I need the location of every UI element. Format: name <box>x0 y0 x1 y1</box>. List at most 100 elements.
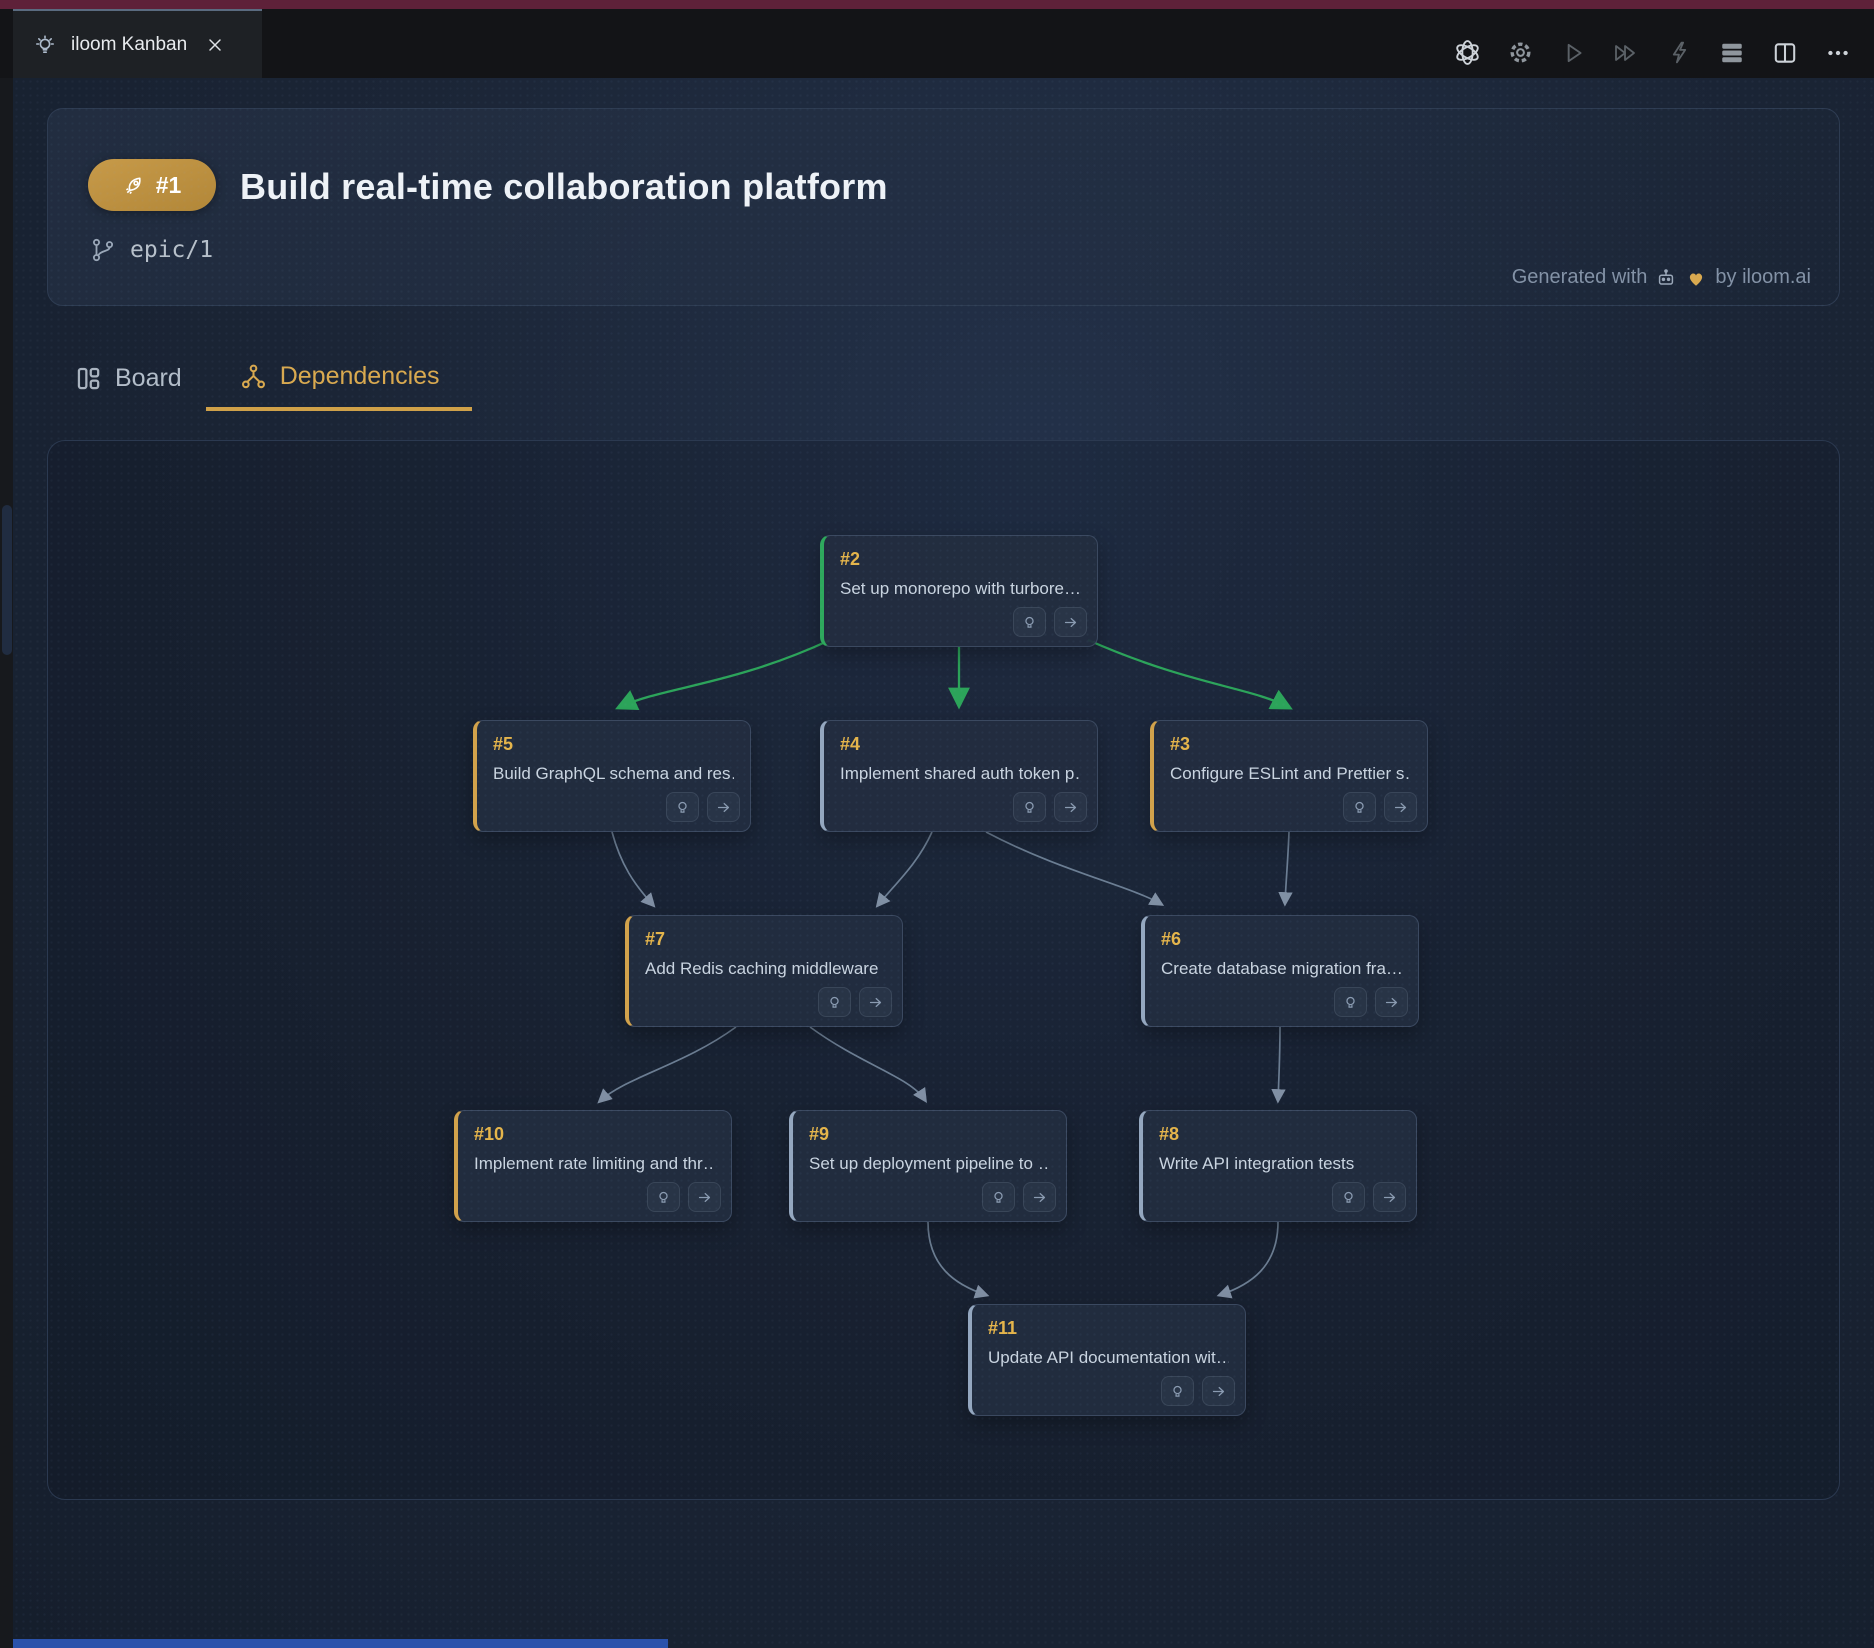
tab-iloom-kanban[interactable]: iloom Kanban <box>13 9 262 78</box>
task-node-10[interactable]: #10 Implement rate limiting and thr… <box>454 1110 732 1222</box>
arrow-right-icon[interactable] <box>1054 607 1087 637</box>
task-title: Implement shared auth token p… <box>840 764 1081 783</box>
view-tabs: Board Dependencies <box>75 362 472 411</box>
task-node-11[interactable]: #11 Update API documentation wit… <box>968 1304 1246 1416</box>
window-title-bar <box>0 0 1874 9</box>
edge-2-3 <box>1087 638 1293 710</box>
attribution-suffix: by iloom.ai <box>1715 266 1811 288</box>
node-actions <box>1343 792 1417 822</box>
dependencies-graph-icon <box>240 363 267 390</box>
edge-8-11 <box>1216 1221 1279 1299</box>
heart-icon <box>1685 267 1707 289</box>
arrow-right-icon[interactable] <box>1375 987 1408 1017</box>
task-title: Set up monorepo with turbore… <box>840 579 1081 598</box>
epic-badge: #1 <box>88 159 216 211</box>
branch-name: epic/1 <box>130 237 214 263</box>
flash-icon[interactable] <box>1665 39 1693 67</box>
rail-handle[interactable] <box>2 505 12 655</box>
arrow-right-icon[interactable] <box>1023 1182 1056 1212</box>
git-branch-icon <box>90 237 116 263</box>
dependency-edges <box>597 638 1293 1299</box>
kanban-panel: #1 Build real-time collaboration platfor… <box>13 78 1874 1648</box>
task-id: #5 <box>493 734 514 754</box>
edge-4-6 <box>985 831 1165 906</box>
task-node-3[interactable]: #3 Configure ESLint and Prettier s… <box>1150 720 1428 832</box>
branch-row: epic/1 <box>90 237 213 263</box>
dependency-graph-panel: #2 Set up monorepo with turbore… #5 Buil… <box>47 440 1840 1500</box>
lightbulb-icon[interactable] <box>1161 1376 1194 1406</box>
edge-4-7 <box>875 831 933 908</box>
task-node-2[interactable]: #2 Set up monorepo with turbore… <box>820 535 1098 647</box>
task-id: #4 <box>840 734 861 754</box>
task-node-6[interactable]: #6 Create database migration fra… <box>1141 915 1419 1027</box>
task-id: #8 <box>1159 1124 1180 1144</box>
task-title: Configure ESLint and Prettier s… <box>1170 764 1411 783</box>
arrow-right-icon[interactable] <box>688 1182 721 1212</box>
node-actions <box>666 792 740 822</box>
task-title: Update API documentation wit… <box>988 1348 1229 1367</box>
task-id: #10 <box>474 1124 505 1144</box>
task-node-7[interactable]: #7 Add Redis caching middleware <box>625 915 903 1027</box>
lightbulb-icon[interactable] <box>666 792 699 822</box>
more-ellipsis-icon[interactable] <box>1824 39 1852 67</box>
run-all-icon[interactable] <box>1612 39 1640 67</box>
tab-board-label: Board <box>115 364 182 392</box>
task-title: Write API integration tests <box>1159 1154 1355 1173</box>
editor-toolbar <box>1453 18 1852 87</box>
tab-dependencies[interactable]: Dependencies <box>205 362 472 411</box>
task-node-4[interactable]: #4 Implement shared auth token p… <box>820 720 1098 832</box>
lightbulb-icon[interactable] <box>1013 792 1046 822</box>
arrow-right-icon[interactable] <box>1384 792 1417 822</box>
lightbulb-idea-icon <box>33 33 57 57</box>
task-id: #7 <box>645 929 666 949</box>
task-node-5[interactable]: #5 Build GraphQL schema and res… <box>473 720 751 832</box>
task-id: #3 <box>1170 734 1191 754</box>
arrow-right-icon[interactable] <box>1373 1182 1406 1212</box>
edge-5-7 <box>611 831 656 908</box>
node-actions <box>1334 987 1408 1017</box>
task-title: Build GraphQL schema and res… <box>493 764 734 783</box>
lightbulb-icon[interactable] <box>982 1182 1015 1212</box>
tab-board[interactable]: Board <box>75 362 182 411</box>
node-actions <box>1332 1182 1406 1212</box>
epic-number: #1 <box>155 171 182 198</box>
edge-3-6 <box>1278 831 1293 907</box>
arrow-right-icon[interactable] <box>1202 1376 1235 1406</box>
node-actions <box>818 987 892 1017</box>
task-id: #6 <box>1161 929 1182 949</box>
epic-header-card: #1 Build real-time collaboration platfor… <box>47 108 1840 306</box>
lightbulb-icon[interactable] <box>1332 1182 1365 1212</box>
run-icon[interactable] <box>1559 39 1587 67</box>
node-actions <box>1013 607 1087 637</box>
task-node-9[interactable]: #9 Set up deployment pipeline to … <box>789 1110 1067 1222</box>
edge-9-11 <box>927 1221 990 1299</box>
attribution: Generated with by iloom.ai <box>1512 266 1811 289</box>
attribution-prefix: Generated with <box>1511 266 1648 288</box>
node-actions <box>982 1182 1056 1212</box>
openai-icon[interactable] <box>1453 39 1481 67</box>
node-actions <box>1013 792 1087 822</box>
editor-tab-bar: iloom Kanban <box>0 9 1874 78</box>
lightbulb-icon[interactable] <box>647 1182 680 1212</box>
robot-icon <box>1655 267 1677 289</box>
task-node-8[interactable]: #8 Write API integration tests <box>1139 1110 1417 1222</box>
lightbulb-icon[interactable] <box>818 987 851 1017</box>
task-title: Set up deployment pipeline to … <box>809 1154 1050 1173</box>
edge-7-10 <box>597 1026 737 1104</box>
close-icon[interactable] <box>205 35 225 55</box>
lightbulb-icon[interactable] <box>1013 607 1046 637</box>
tab-dependencies-label: Dependencies <box>279 362 440 390</box>
kanban-board-icon <box>75 365 102 392</box>
arrow-right-icon[interactable] <box>707 792 740 822</box>
split-editor-icon[interactable] <box>1771 39 1799 67</box>
lightbulb-icon[interactable] <box>1334 987 1367 1017</box>
edge-7-9 <box>809 1026 927 1104</box>
settings-gear-icon[interactable] <box>1506 39 1534 67</box>
lightbulb-icon[interactable] <box>1343 792 1376 822</box>
edge-2-5 <box>615 638 831 711</box>
task-id: #11 <box>988 1318 1018 1338</box>
status-strip <box>13 1639 668 1648</box>
arrow-right-icon[interactable] <box>859 987 892 1017</box>
layout-rows-icon[interactable] <box>1718 39 1746 67</box>
arrow-right-icon[interactable] <box>1054 792 1087 822</box>
